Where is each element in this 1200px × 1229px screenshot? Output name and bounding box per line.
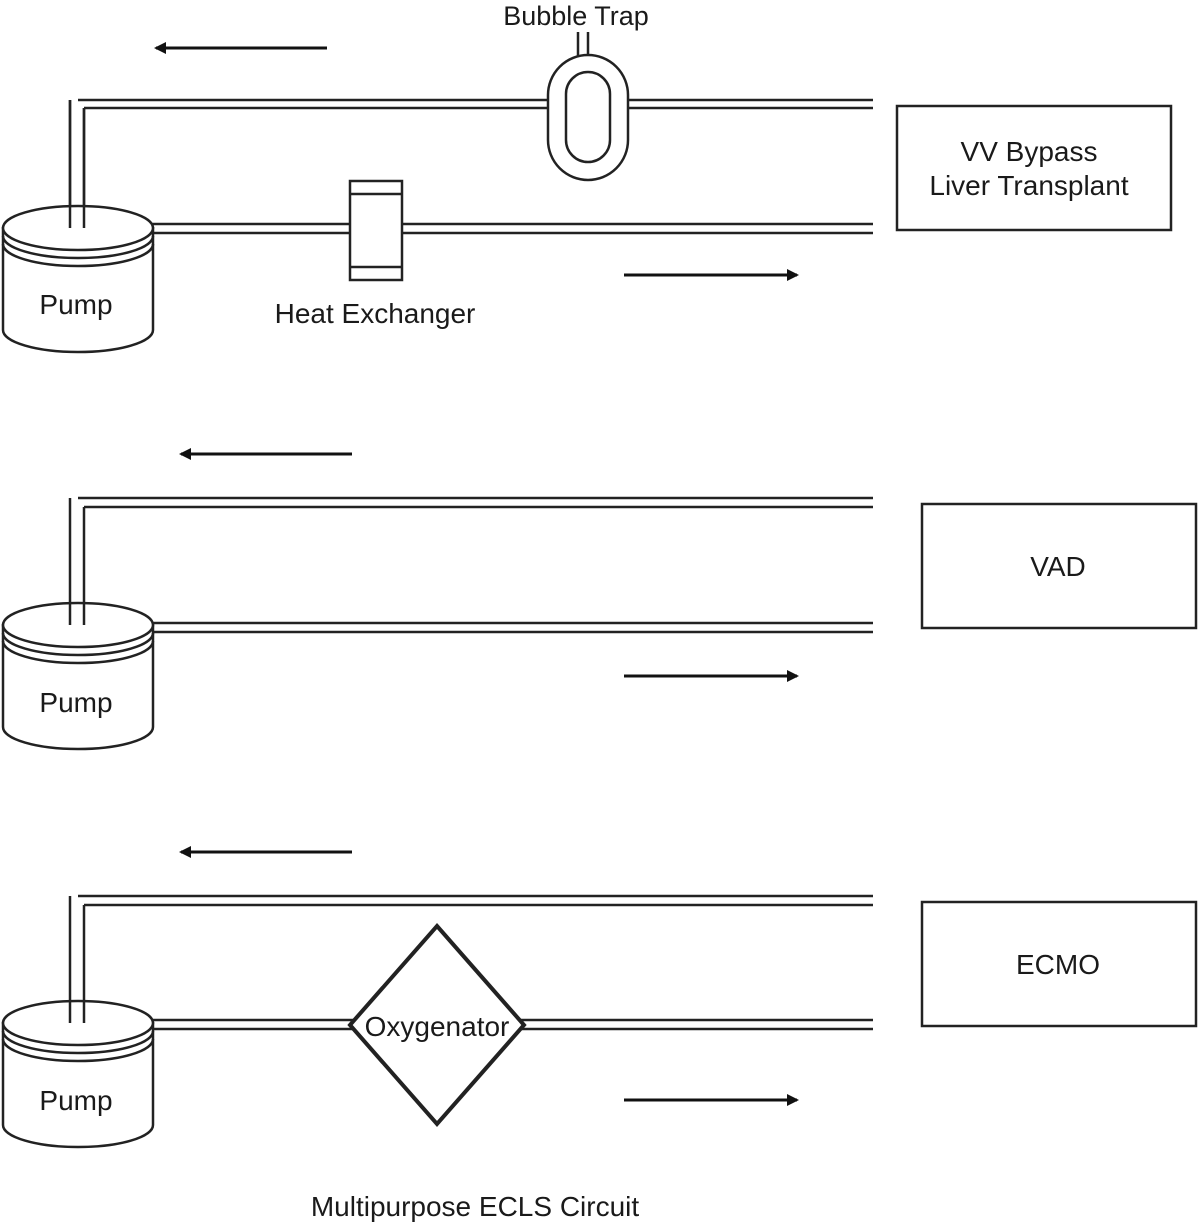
- bubble-trap: Bubble Trap: [503, 1, 649, 182]
- pump-label: Pump: [39, 289, 112, 320]
- application-label-line-2: Liver Transplant: [929, 170, 1128, 201]
- pump: Pump: [1, 100, 155, 354]
- application-box-vv-bypass: [895, 104, 1173, 232]
- application-box-ecmo: [920, 900, 1198, 1028]
- circuit-vad: Pump VAD: [1, 448, 1198, 751]
- pump: Pump: [1, 498, 155, 751]
- heat-exchanger-label: Heat Exchanger: [275, 298, 476, 329]
- pump-label: Pump: [39, 1085, 112, 1116]
- application-box-vad: [920, 502, 1198, 630]
- pump: Pump: [1, 896, 155, 1149]
- bubble-trap-chamber: [564, 70, 612, 164]
- pump-band-1: [1, 1030, 155, 1055]
- pump-band-2: [1, 640, 155, 665]
- pump-band-2: [1, 243, 155, 268]
- bubble-trap-label: Bubble Trap: [503, 1, 649, 31]
- pump-top: [1, 999, 155, 1047]
- heat-exchanger-body: [348, 179, 404, 282]
- application-label: ECMO: [1016, 949, 1100, 980]
- heat-exchanger: Heat Exchanger: [275, 179, 476, 329]
- oxygenator-label: Oxygenator: [365, 1011, 510, 1042]
- pump-top: [1, 204, 155, 252]
- pump-top: [1, 601, 155, 649]
- oxygenator: Oxygenator: [347, 922, 527, 1128]
- diagram-caption: Multipurpose ECLS Circuit: [311, 1191, 640, 1222]
- circuit-vv-bypass: Pump Bubble Trap Heat Exchanger VV Bypas…: [1, 1, 1173, 354]
- oxygenator-diamond: [347, 922, 527, 1128]
- pump-band-1: [1, 632, 155, 657]
- pump-body: [1, 226, 155, 354]
- pump-label: Pump: [39, 687, 112, 718]
- pump-body: [1, 623, 155, 751]
- pump-band-1: [1, 235, 155, 260]
- application-label-line-1: VV Bypass: [961, 136, 1098, 167]
- pump-band-2: [1, 1038, 155, 1063]
- application-label: VAD: [1030, 551, 1086, 582]
- circuit-ecmo: Pump Oxygenator ECMO: [1, 846, 1198, 1149]
- pump-body: [1, 1021, 155, 1149]
